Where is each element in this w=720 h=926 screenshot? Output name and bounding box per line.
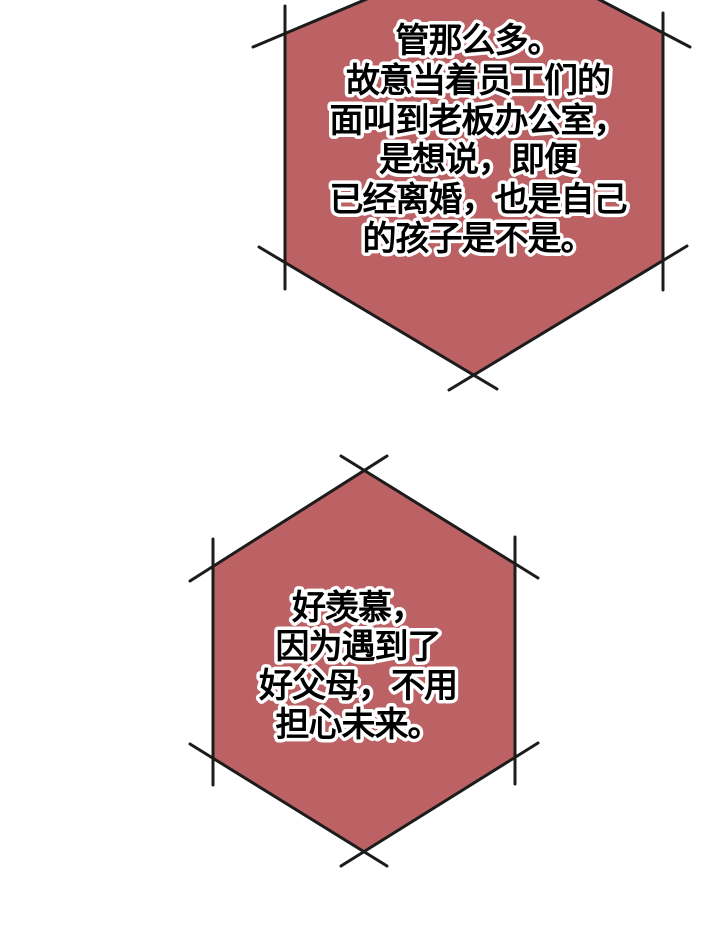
speech-text-line: 是想说，即便	[379, 140, 579, 180]
speech-bubble-bottom-text: 好羡慕， 因为遇到了 好父母，不用 担心未来。	[255, 585, 462, 749]
speech-bubble-top-text: 管那么多。 故意当着员工们的 面叫到老板办公室， 是想说，即便 已经离婚，也是自…	[326, 18, 632, 263]
bubble-edge	[257, 245, 499, 391]
bubble-edge	[188, 454, 389, 583]
bubble-edge	[188, 742, 389, 868]
speech-bubble-top-edges	[251, 0, 692, 392]
bubble-edge	[339, 454, 540, 580]
speech-text-line: 故意当着员工们的	[346, 61, 610, 101]
speech-text-line: 好父母，不用	[258, 666, 457, 706]
bubble-edge	[251, 0, 369, 49]
speech-bubble-bottom-edges	[188, 454, 540, 868]
speech-text-line: 面叫到老板办公室，	[330, 101, 627, 141]
speech-bubble-bottom: 好羡慕， 因为遇到了 好父母，不用 担心未来。	[188, 454, 540, 868]
speech-text-line: 好羡慕，	[291, 588, 424, 628]
speech-bubble-bottom-fill	[213, 470, 515, 852]
bubble-edge	[339, 741, 540, 868]
speech-text-line: 的孩子是不是。	[363, 219, 594, 259]
speech-text-line: 担心未来。	[276, 705, 441, 745]
speech-text-line: 已经离婚，也是自己	[330, 180, 628, 220]
speech-bubble-top-fill	[285, 0, 663, 375]
speech-bubble-top: 管那么多。 故意当着员工们的 面叫到老板办公室， 是想说，即便 已经离婚，也是自…	[251, 0, 692, 392]
bubble-edge	[447, 244, 689, 392]
speech-text-line: 管那么多。	[396, 21, 561, 61]
bubble-edge	[596, 0, 692, 49]
speech-text-line: 因为遇到了	[276, 627, 441, 667]
